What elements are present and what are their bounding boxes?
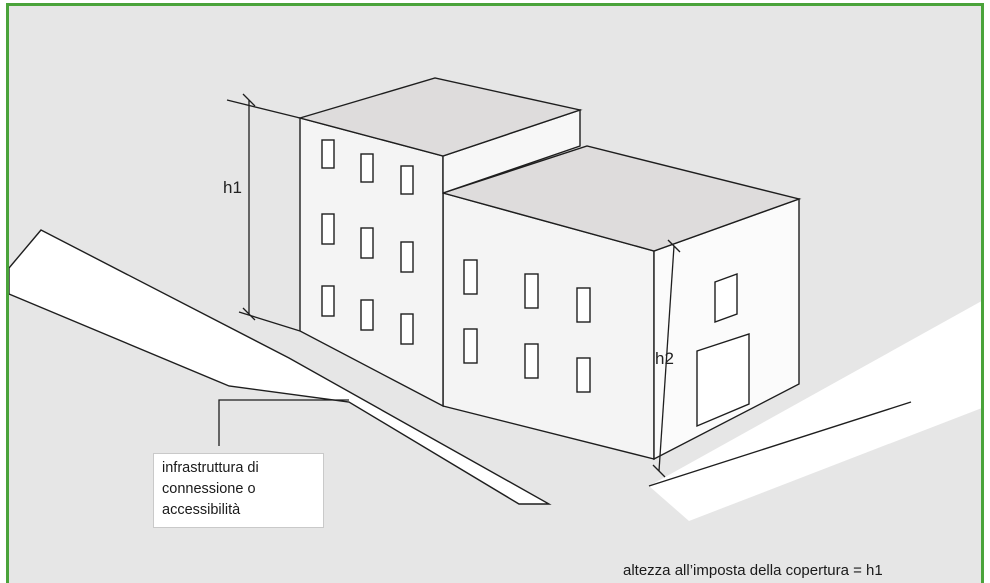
window: [360, 299, 374, 331]
h2-label: h2: [655, 349, 674, 368]
window: [576, 287, 591, 323]
window: [400, 165, 414, 195]
side-window: [714, 273, 738, 323]
front-windows: [321, 139, 591, 393]
road-right: [649, 301, 981, 521]
tall-building-roof: [297, 77, 583, 157]
h1-label: h1: [223, 178, 242, 197]
window: [463, 259, 478, 295]
window: [524, 273, 539, 309]
footnote-text: altezza all’imposta della copertura = h1: [623, 562, 883, 579]
callout-line: connessione o: [162, 481, 256, 497]
window: [321, 213, 335, 245]
window: [400, 241, 414, 273]
window: [463, 328, 478, 364]
side-door: [696, 333, 750, 428]
window: [524, 343, 539, 379]
window: [360, 153, 374, 183]
low-building-roof: [440, 145, 802, 252]
callout-line: accessibilità: [162, 502, 241, 518]
window: [321, 285, 335, 317]
callout-line: infrastruttura di: [162, 460, 259, 476]
diagram-frame: h1 h2 infrastruttura di connessione o ac…: [6, 3, 984, 583]
window: [576, 357, 591, 393]
h1-dimension-line: [226, 93, 301, 332]
road-left: [9, 229, 552, 505]
road-right-edge: [648, 401, 912, 487]
window: [360, 227, 374, 259]
building-illustration: [9, 77, 981, 521]
window: [321, 139, 335, 169]
h2-dimension-line: [652, 239, 681, 478]
window: [400, 313, 414, 345]
callout-box: infrastruttura di connessione o accessib…: [153, 453, 324, 528]
callout-leader-line: [218, 399, 349, 446]
